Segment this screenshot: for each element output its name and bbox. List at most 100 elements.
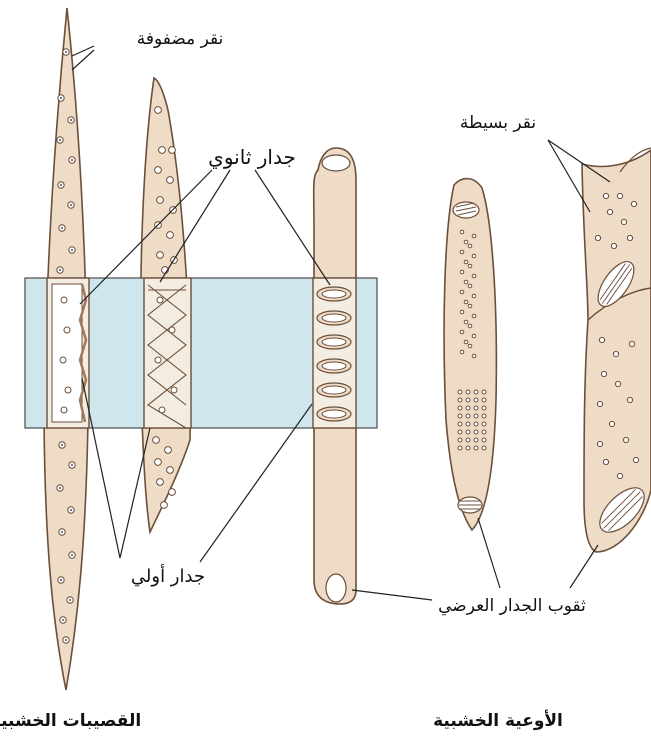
- simple-pit: [157, 197, 164, 204]
- pit-center: [71, 464, 73, 466]
- simple-pit: [157, 252, 164, 259]
- simple-pit: [629, 341, 634, 346]
- bordered-pit-small: [472, 354, 476, 358]
- simple-pit: [597, 441, 602, 446]
- pit-grid: [474, 406, 478, 410]
- simple-pit: [159, 407, 165, 413]
- pit-center: [62, 619, 64, 621]
- simple-pit: [603, 459, 608, 464]
- simple-pit: [169, 147, 176, 154]
- pit-center: [71, 554, 73, 556]
- bordered-pit-small: [472, 254, 476, 258]
- simple-pit: [167, 467, 174, 474]
- simple-pit: [615, 381, 620, 386]
- label-end-wall-perforations: ثقوب الجدار العرضي: [438, 596, 586, 616]
- bordered-pit: [60, 357, 66, 363]
- pit-grid: [466, 398, 470, 402]
- label-vessels-title: الأوعية الخشبية: [433, 710, 563, 731]
- bordered-pit: [61, 297, 67, 303]
- bordered-pit-small: [460, 310, 464, 314]
- pit-center: [59, 139, 61, 141]
- simple-pit: [171, 387, 177, 393]
- pit-grid: [482, 414, 486, 418]
- simple-pit: [633, 457, 638, 462]
- simple-pit: [153, 437, 160, 444]
- simple-pit: [599, 337, 604, 342]
- simple-pit: [627, 235, 632, 240]
- simple-pit: [159, 147, 166, 154]
- bordered-pit-small: [460, 350, 464, 354]
- pit-center: [60, 184, 62, 186]
- pit-center: [70, 509, 72, 511]
- pit-grid: [458, 430, 462, 434]
- label-tracheids-title: القصيبات الخشبية: [0, 711, 141, 731]
- pit-center: [59, 487, 61, 489]
- pit-grid: [458, 414, 462, 418]
- simple-pit: [155, 107, 162, 114]
- simple-pit: [167, 232, 174, 239]
- pit-grid: [458, 446, 462, 450]
- simple-pit: [155, 357, 161, 363]
- simple-pit: [601, 371, 606, 376]
- pit-grid: [482, 390, 486, 394]
- pit-grid: [466, 422, 470, 426]
- label-simple-pits: نقر بسيطة: [460, 113, 536, 133]
- bordered-pit: [61, 407, 67, 413]
- pit-grid: [458, 422, 462, 426]
- pit-center: [60, 97, 62, 99]
- pit-center: [61, 444, 63, 446]
- simple-pit: [607, 209, 612, 214]
- simple-pit: [155, 167, 162, 174]
- simple-pit: [617, 473, 622, 478]
- pit-grid: [474, 446, 478, 450]
- simple-pit: [155, 459, 162, 466]
- bordered-pit-small: [468, 264, 472, 268]
- bordered-pit-small: [460, 230, 464, 234]
- pit-grid: [466, 406, 470, 410]
- bordered-pit-small: [464, 280, 468, 284]
- pit-grid: [482, 398, 486, 402]
- simple-pit: [611, 243, 616, 248]
- pit-grid: [482, 438, 486, 442]
- simple-pit: [165, 447, 172, 454]
- bordered-pit-small: [468, 284, 472, 288]
- bordered-pit-small: [472, 314, 476, 318]
- pit-grid: [466, 414, 470, 418]
- pit-grid: [458, 406, 462, 410]
- pit-grid: [458, 438, 462, 442]
- pit-grid: [474, 422, 478, 426]
- bordered-pit-small: [460, 250, 464, 254]
- pit-grid: [474, 430, 478, 434]
- bordered-pit-small: [472, 334, 476, 338]
- pit-center: [65, 51, 67, 53]
- simple-pit: [617, 193, 622, 198]
- bordered-pit-small: [472, 294, 476, 298]
- pit-center: [70, 119, 72, 121]
- vessel-element-2: [444, 179, 496, 530]
- pit-center: [61, 531, 63, 533]
- simple-pit: [157, 297, 163, 303]
- bordered-pit: [65, 387, 71, 393]
- simple-pit: [595, 235, 600, 240]
- pit-center: [69, 599, 71, 601]
- pit-grid: [466, 446, 470, 450]
- pit-grid: [474, 398, 478, 402]
- cross-section-band: [25, 278, 377, 428]
- bordered-pit-small: [468, 324, 472, 328]
- label-bordered-pits: نقر مضفوفة: [137, 29, 224, 49]
- pit-grid: [482, 406, 486, 410]
- bordered-pit-small: [468, 244, 472, 248]
- bordered-pit: [64, 327, 70, 333]
- label-secondary-wall: جدار ثانوي: [208, 145, 296, 170]
- pit-center: [59, 269, 61, 271]
- bordered-pit-small: [464, 240, 468, 244]
- pit-center: [71, 249, 73, 251]
- pit-grid: [466, 390, 470, 394]
- pit-grid: [482, 422, 486, 426]
- simple-pit: [169, 327, 175, 333]
- simple-pit: [167, 177, 174, 184]
- simple-pit: [169, 489, 176, 496]
- bordered-pit-small: [460, 290, 464, 294]
- pit-grid: [458, 398, 462, 402]
- pit-center: [65, 639, 67, 641]
